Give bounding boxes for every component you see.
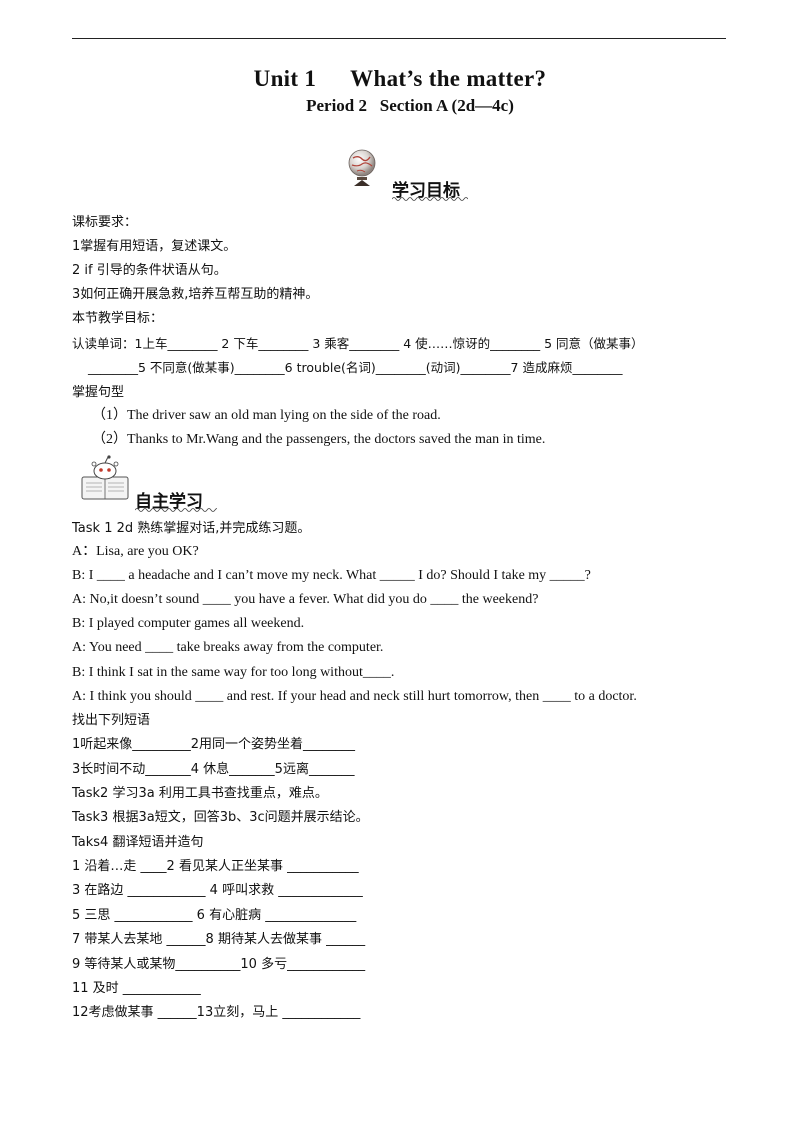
globe-icon xyxy=(348,149,376,186)
dialogue-line-4: B: I played computer games all weekend. xyxy=(72,616,305,631)
pattern-1: （1）The driver saw an old man lying on th… xyxy=(92,408,441,423)
top-rule xyxy=(72,38,726,39)
title-unit: Unit 1 xyxy=(253,66,317,91)
phrases-line-2: 3长时间不动_______4 休息_______5远离_______ xyxy=(72,762,355,777)
page-title: Unit 1 What’s the matter? xyxy=(0,66,800,92)
translate-line-4: 7 带某人去某地 ______8 期待某人去做某事 ______ xyxy=(72,932,366,947)
reading-mascot-icon xyxy=(81,455,129,500)
translate-line-1: 1 沿着…走 ____2 看见某人正坐某事 ___________ xyxy=(72,859,359,874)
dialogue-line-6: B: I think I sat in the same way for too… xyxy=(72,665,395,680)
requirements-label: 课标要求： xyxy=(72,215,138,230)
page-subtitle: Period 2 Section A (2d—4c) xyxy=(306,96,514,115)
translate-line-3: 5 三思 ____________ 6 有心脏病 ______________ xyxy=(72,908,357,923)
requirement-3: 3如何正确开展急救,培养互帮互助的精神。 xyxy=(72,287,319,302)
task-2: Task2 学习3a 利用工具书查找重点，难点。 xyxy=(72,786,328,801)
dialogue-line-5: A: You need ____ take breaks away from t… xyxy=(72,640,384,655)
dialogue-line-2: B: I ____ a headache and I can’t move my… xyxy=(72,568,591,583)
title-question: What’s the matter? xyxy=(350,66,547,91)
lesson-goals-label: 本节教学目标： xyxy=(72,311,164,326)
phrases-line-1: 1听起来像_________2用同一个姿势坐着________ xyxy=(72,737,356,752)
requirement-1: 1掌握有用短语，复述课文。 xyxy=(72,239,237,254)
task-4: Taks4 翻译短语并造句 xyxy=(72,835,204,850)
section-heading-self-study: 自主学习 xyxy=(135,492,203,512)
vocab-line-2: ________5 不同意(做某事)________6 trouble(名词)_… xyxy=(88,360,623,375)
heading-underline-2 xyxy=(135,508,217,512)
translate-line-5: 9 等待某人或某物__________10 多亏____________ xyxy=(72,957,366,972)
requirement-2: 2 if 引导的条件状语从句。 xyxy=(72,263,227,278)
dialogue-line-1: A：Lisa, are you OK? xyxy=(72,544,199,559)
phrases-label: 找出下列短语 xyxy=(72,713,151,728)
dialogue-line-3: A: No,it doesn’t sound ____ you have a f… xyxy=(72,592,539,607)
pattern-2: （2）Thanks to Mr.Wang and the passengers,… xyxy=(92,432,546,447)
patterns-label: 掌握句型 xyxy=(72,385,125,400)
heading-underline xyxy=(392,197,468,201)
translate-line-2: 3 在路边 ____________ 4 呼叫求救 _____________ xyxy=(72,883,363,898)
task-3: Task3 根据3a短文，回答3b、3c问题并展示结论。 xyxy=(72,810,369,825)
translate-line-6: 11 及时 ____________ xyxy=(72,981,201,996)
task-1: Task 1 2d 熟练掌握对话,并完成练习题。 xyxy=(72,521,311,536)
vocab-line-1: 认读单词：1上车________ 2 下车________ 3 乘客______… xyxy=(72,336,644,351)
dialogue-line-7: A: I think you should ____ and rest. If … xyxy=(72,689,637,704)
section-heading-goals: 学习目标 xyxy=(392,181,460,201)
translate-line-7: 12考虑做某事 ______13立刻，马上 ____________ xyxy=(72,1005,361,1020)
